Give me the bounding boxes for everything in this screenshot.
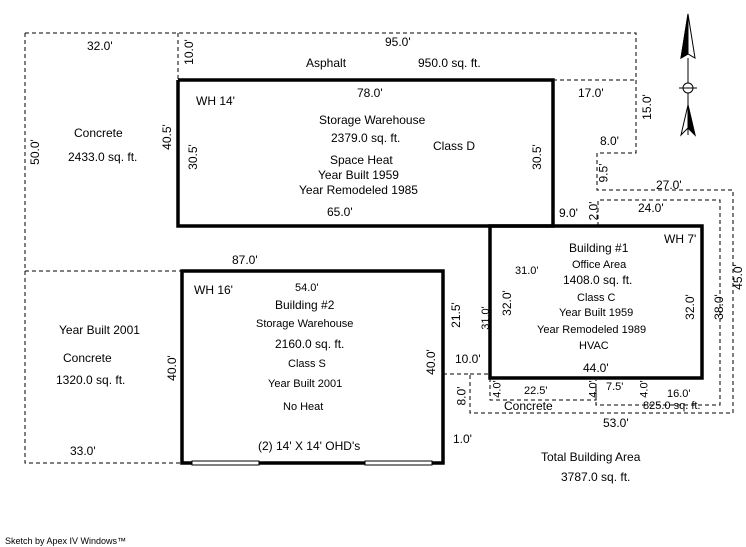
dim-label: 2.0': [586, 201, 601, 221]
dim-label: 27.0': [656, 178, 682, 192]
concrete-area: 1320.0 sq. ft.: [56, 373, 126, 387]
warehouse-built: Year Built 1959: [318, 168, 399, 182]
building2-area: 2160.0 sq. ft.: [275, 337, 345, 351]
warehouse-heat: Space Heat: [330, 153, 393, 167]
dim-label: 33.0': [70, 444, 96, 458]
dim-label: 8.0': [454, 386, 469, 406]
dim-label: 45.0': [730, 264, 745, 290]
dim-label: 95.0': [385, 35, 411, 49]
door-1: [191, 460, 260, 466]
warehouse-area: 2379.0 sq. ft.: [331, 131, 401, 145]
dim-label: 40.0': [164, 355, 179, 381]
dim-label: 30.5': [185, 144, 200, 170]
dim-label: 9.0': [559, 206, 578, 220]
building1-outline: [488, 224, 704, 380]
building2-heat: No Heat: [283, 401, 324, 413]
wall-height: WH 7': [664, 232, 697, 246]
dim-label: 31.0': [479, 306, 492, 330]
dim-label: 17.0': [578, 86, 604, 100]
concrete-west-outline: [24, 33, 182, 464]
building2-outline: [180, 269, 445, 465]
asphalt-area: 950.0 sq. ft.: [418, 56, 481, 70]
overhead-doors: [191, 460, 433, 466]
dim-label: 9.5': [596, 163, 611, 183]
dim-label: 30.5': [529, 144, 544, 170]
footer-credit: Sketch by Apex IV Windows™: [5, 536, 127, 546]
concrete-area: 2433.0 sq. ft.: [68, 150, 138, 164]
building1-remodeled: Year Remodeled 1989: [537, 324, 647, 336]
dim-label: 32.0': [682, 294, 697, 320]
wall-height: WH 16': [194, 283, 233, 297]
dim-label: 4.0': [638, 380, 651, 398]
dim-label: 10.0': [181, 39, 196, 65]
door-2: [364, 460, 433, 466]
total-area-label: Total Building Area: [541, 450, 641, 464]
building2-use: Storage Warehouse: [256, 318, 354, 330]
dim-label: 4.0': [491, 380, 504, 398]
dim-label: 1.0': [453, 432, 472, 446]
asphalt-outline: [25, 32, 734, 414]
concrete-built: Year Built 2001: [59, 323, 140, 337]
concrete-label: Concrete: [63, 351, 112, 365]
warehouse-class: Class D: [433, 139, 476, 153]
dim-label: 78.0': [357, 86, 383, 100]
dim-label: 31.0': [515, 265, 539, 277]
dim-label: 22.5': [524, 385, 548, 397]
dim-label: 16.0': [667, 388, 691, 400]
concrete-area: 825.0 sq. ft.: [643, 400, 701, 412]
wall-height: WH 14': [196, 94, 235, 108]
dim-label: 65.0': [327, 205, 353, 219]
concrete-label: Concrete: [504, 399, 553, 413]
dim-label: 54.0': [295, 282, 319, 294]
dim-label: 15.0': [639, 94, 654, 120]
warehouse-remodeled: Year Remodeled 1985: [299, 183, 418, 197]
building1-use: Office Area: [572, 259, 627, 271]
concrete-label: Concrete: [74, 126, 123, 140]
overhead-doors-label: (2) 14' X 14' OHD's: [258, 439, 361, 453]
dim-label: 44.0': [583, 361, 609, 375]
dim-label: 32.0': [87, 39, 113, 53]
building1-name: Building #1: [569, 241, 629, 255]
building2-class: Class S: [288, 358, 326, 370]
building-walls: [176, 78, 704, 465]
building2-name: Building #2: [275, 298, 335, 312]
building1-class: Class C: [577, 292, 616, 304]
dim-label: 40.0': [423, 349, 438, 375]
dim-label: 7.5': [606, 381, 624, 393]
dim-label: 87.0': [232, 253, 258, 267]
building1-built: Year Built 1959: [559, 307, 634, 319]
dim-label: 10.0': [455, 352, 481, 366]
dim-label: 4.0': [587, 380, 600, 398]
asphalt-label: Asphalt: [306, 56, 347, 70]
total-area-value: 3787.0 sq. ft.: [561, 470, 631, 484]
north-arrow-icon: [679, 13, 697, 137]
warehouse-name: Storage Warehouse: [319, 113, 426, 127]
dim-label: 38.0': [711, 294, 726, 320]
concrete-se-inner: [595, 199, 721, 406]
dim-label: 32.0': [499, 290, 514, 316]
dim-label: 53.0': [603, 416, 629, 430]
dim-label: 24.0': [638, 201, 664, 215]
building1-area: 1408.0 sq. ft.: [563, 273, 633, 287]
building2-built: Year Built 2001: [268, 378, 343, 390]
dim-label: 50.0': [27, 139, 42, 165]
dashed-outlines: [24, 32, 734, 464]
dim-label: 40.5': [159, 124, 174, 150]
dim-label: 21.5': [448, 302, 463, 328]
building1-hvac: HVAC: [579, 340, 609, 352]
dim-label: 8.0': [600, 134, 619, 148]
